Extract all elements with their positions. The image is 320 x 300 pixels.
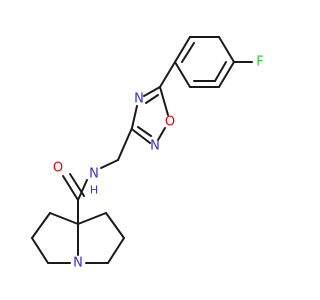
carbonyl-double — [69, 173, 85, 197]
ring-oxygen-label: O — [165, 115, 175, 130]
bond — [218, 36, 235, 63]
bond — [31, 237, 49, 264]
amide-hydrogen-label: H — [90, 184, 98, 197]
nh-carbonyl-bond — [77, 179, 88, 201]
carbonyl-oxygen-label: O — [53, 161, 63, 176]
aromatic-bond — [181, 42, 195, 63]
molecule-canvas: F O N N N H O N — [31, 36, 264, 271]
bond — [218, 61, 235, 88]
bond — [31, 212, 51, 239]
bond — [49, 212, 79, 225]
bridgehead-nitrogen-label: N — [73, 256, 83, 271]
ring-nitrogen-top-label: N — [134, 92, 144, 107]
n4-c5-bond — [143, 86, 161, 97]
n2-c3-double — [137, 126, 152, 137]
bond — [174, 36, 191, 63]
bond — [107, 237, 125, 264]
c5-o1-bond — [159, 86, 169, 116]
n2-c3-bond — [132, 129, 151, 144]
c3-n4-bond — [131, 105, 138, 129]
ring-nitrogen-bottom-label: N — [150, 139, 160, 154]
n4-c5-double — [145, 94, 159, 104]
structure-diagram: F O N N N H O N — [31, 36, 264, 271]
c3-ch2-bond — [117, 127, 133, 161]
pyrrolizidine-core — [31, 212, 125, 264]
ch2-nh-bond — [100, 159, 119, 169]
aromatic-bond — [214, 61, 227, 82]
bond — [174, 61, 191, 88]
o1-n2-bond — [157, 127, 166, 141]
bond — [77, 212, 107, 225]
aryl-oxadiazole-bond — [159, 61, 176, 88]
amide-nitrogen-label: N — [89, 167, 99, 182]
bond — [105, 212, 125, 239]
phenyl-ring — [174, 36, 235, 88]
oxadiazole-ring — [131, 86, 169, 144]
fluorine-label: F — [256, 55, 263, 70]
carbonyl-bond — [62, 175, 79, 201]
